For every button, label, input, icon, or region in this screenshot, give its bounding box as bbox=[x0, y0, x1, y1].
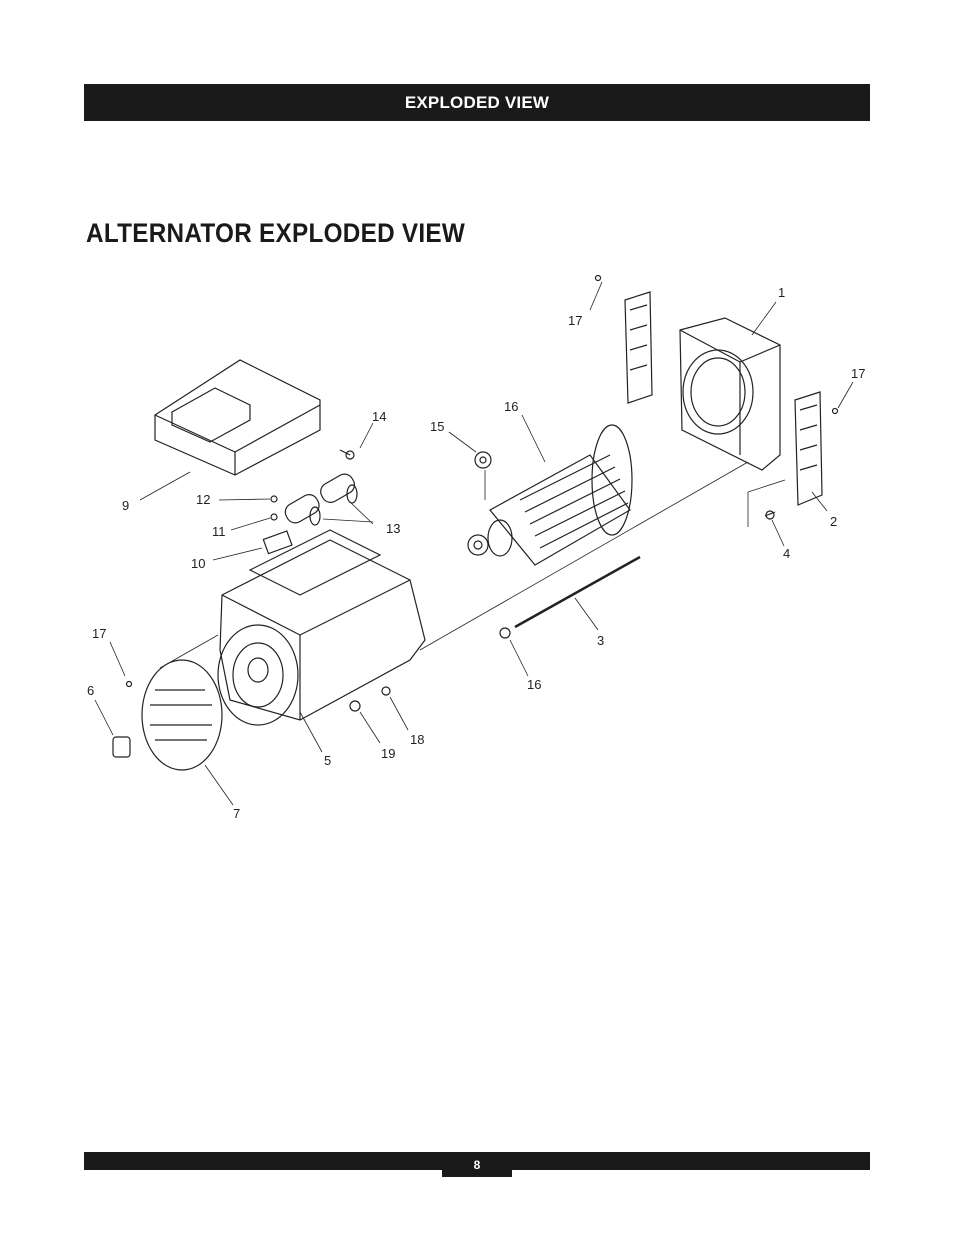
callout-11: 11 bbox=[212, 524, 226, 539]
part-plug-19 bbox=[349, 700, 361, 712]
page-title: ALTERNATOR EXPLODED VIEW bbox=[86, 218, 466, 248]
callout-17-top: 17 bbox=[568, 313, 582, 328]
callout-9: 9 bbox=[122, 498, 129, 513]
callout-4: 4 bbox=[783, 546, 790, 561]
alternator-exploded-diagram: 17 1 17 14 16 15 9 12 13 11 10 2 4 3 17 … bbox=[87, 274, 865, 821]
part-nut-washer bbox=[270, 495, 278, 521]
callout-15: 15 bbox=[430, 419, 444, 434]
callout-13: 13 bbox=[386, 521, 400, 536]
part-screw-17-left bbox=[125, 680, 133, 688]
page-number-tab: 8 bbox=[442, 1152, 512, 1177]
section-header-bar: EXPLODED VIEW bbox=[84, 84, 870, 121]
callout-14: 14 bbox=[372, 409, 386, 424]
part-screw-4 bbox=[764, 510, 776, 520]
part-cover bbox=[154, 359, 321, 476]
callout-18: 18 bbox=[410, 732, 424, 747]
callout-16-nut: 16 bbox=[527, 677, 541, 692]
callout-5: 5 bbox=[324, 753, 331, 768]
part-end-grille bbox=[141, 659, 223, 771]
part-plug bbox=[112, 736, 131, 758]
part-side-grille-top bbox=[624, 291, 653, 404]
part-rotor bbox=[467, 424, 633, 566]
part-nut-16 bbox=[499, 627, 511, 639]
callout-1: 1 bbox=[778, 285, 785, 300]
part-screw-17-right bbox=[831, 407, 839, 415]
part-bearing bbox=[474, 451, 492, 469]
callout-6: 6 bbox=[87, 683, 94, 698]
callout-17-right: 17 bbox=[851, 366, 865, 381]
section-title: EXPLODED VIEW bbox=[404, 92, 550, 112]
callout-12: 12 bbox=[196, 492, 210, 507]
part-rectifier bbox=[262, 530, 293, 555]
part-washer-18 bbox=[381, 686, 391, 696]
callout-16-rotor: 16 bbox=[504, 399, 518, 414]
part-side-grille-2 bbox=[794, 391, 823, 506]
callout-19: 19 bbox=[381, 746, 395, 761]
callout-10: 10 bbox=[191, 556, 205, 571]
callout-7: 7 bbox=[233, 806, 240, 821]
callout-3: 3 bbox=[597, 633, 604, 648]
callout-2: 2 bbox=[830, 514, 837, 529]
assembly-axis-lines bbox=[159, 461, 786, 669]
leader-lines bbox=[94, 281, 854, 806]
part-screw-14 bbox=[339, 449, 355, 460]
part-screw-17-top bbox=[594, 274, 602, 282]
callout-labels: 17 1 17 14 16 15 9 12 13 11 10 2 4 3 17 … bbox=[87, 285, 865, 821]
callout-17-left: 17 bbox=[92, 626, 106, 641]
part-stator-housing bbox=[217, 529, 426, 726]
page-number: 8 bbox=[473, 1157, 481, 1172]
part-end-bracket bbox=[679, 317, 781, 471]
part-through-bolt bbox=[514, 555, 641, 629]
part-capacitors bbox=[284, 473, 358, 526]
